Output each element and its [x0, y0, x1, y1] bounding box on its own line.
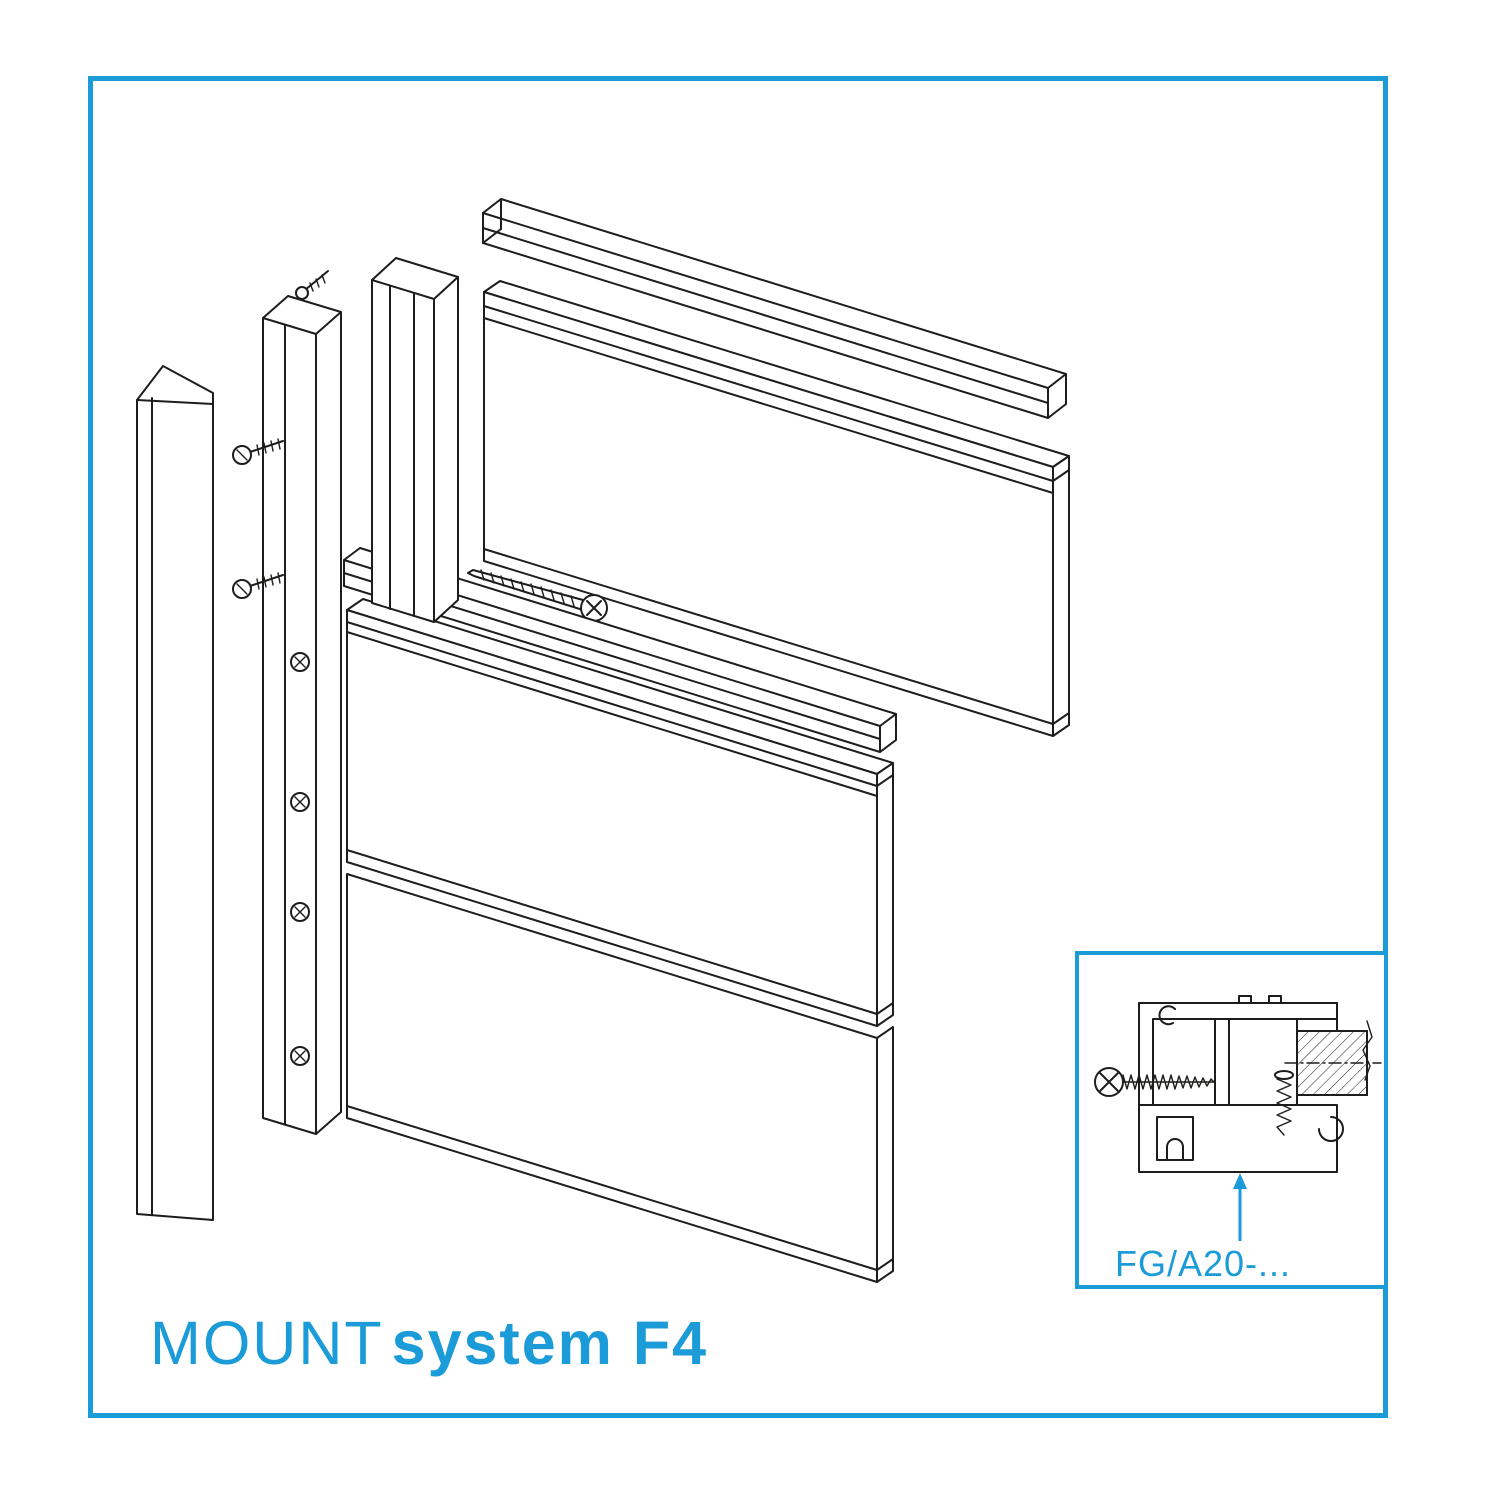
detail-horizontal-screw	[1094, 1067, 1216, 1097]
detail-inset: FG/A20-...	[1075, 951, 1388, 1289]
intermediate-rail	[343, 547, 897, 753]
top-facade-panel	[483, 280, 1070, 737]
detail-pointer-arrow	[1233, 1173, 1247, 1241]
fixing-screws	[232, 438, 284, 599]
top-rail	[482, 198, 1067, 419]
detail-bottom-profile	[1138, 1104, 1344, 1173]
detail-vertical-screw	[1274, 1070, 1294, 1136]
clip-channel-profile	[371, 257, 459, 623]
panel-fixing-screw	[467, 569, 608, 622]
detail-callout-label: FG/A20-...	[1115, 1243, 1292, 1284]
detail-panel-section	[1284, 1020, 1382, 1096]
figure-border	[88, 76, 1388, 1418]
bottom-facade-panels	[346, 598, 894, 1283]
detail-cross-section	[1094, 995, 1382, 1241]
title-prefix: MOUNT	[150, 1309, 384, 1377]
title-bold: system F4	[391, 1309, 709, 1377]
wall-channel-profile	[136, 365, 214, 1221]
mounting-profile	[262, 270, 342, 1135]
